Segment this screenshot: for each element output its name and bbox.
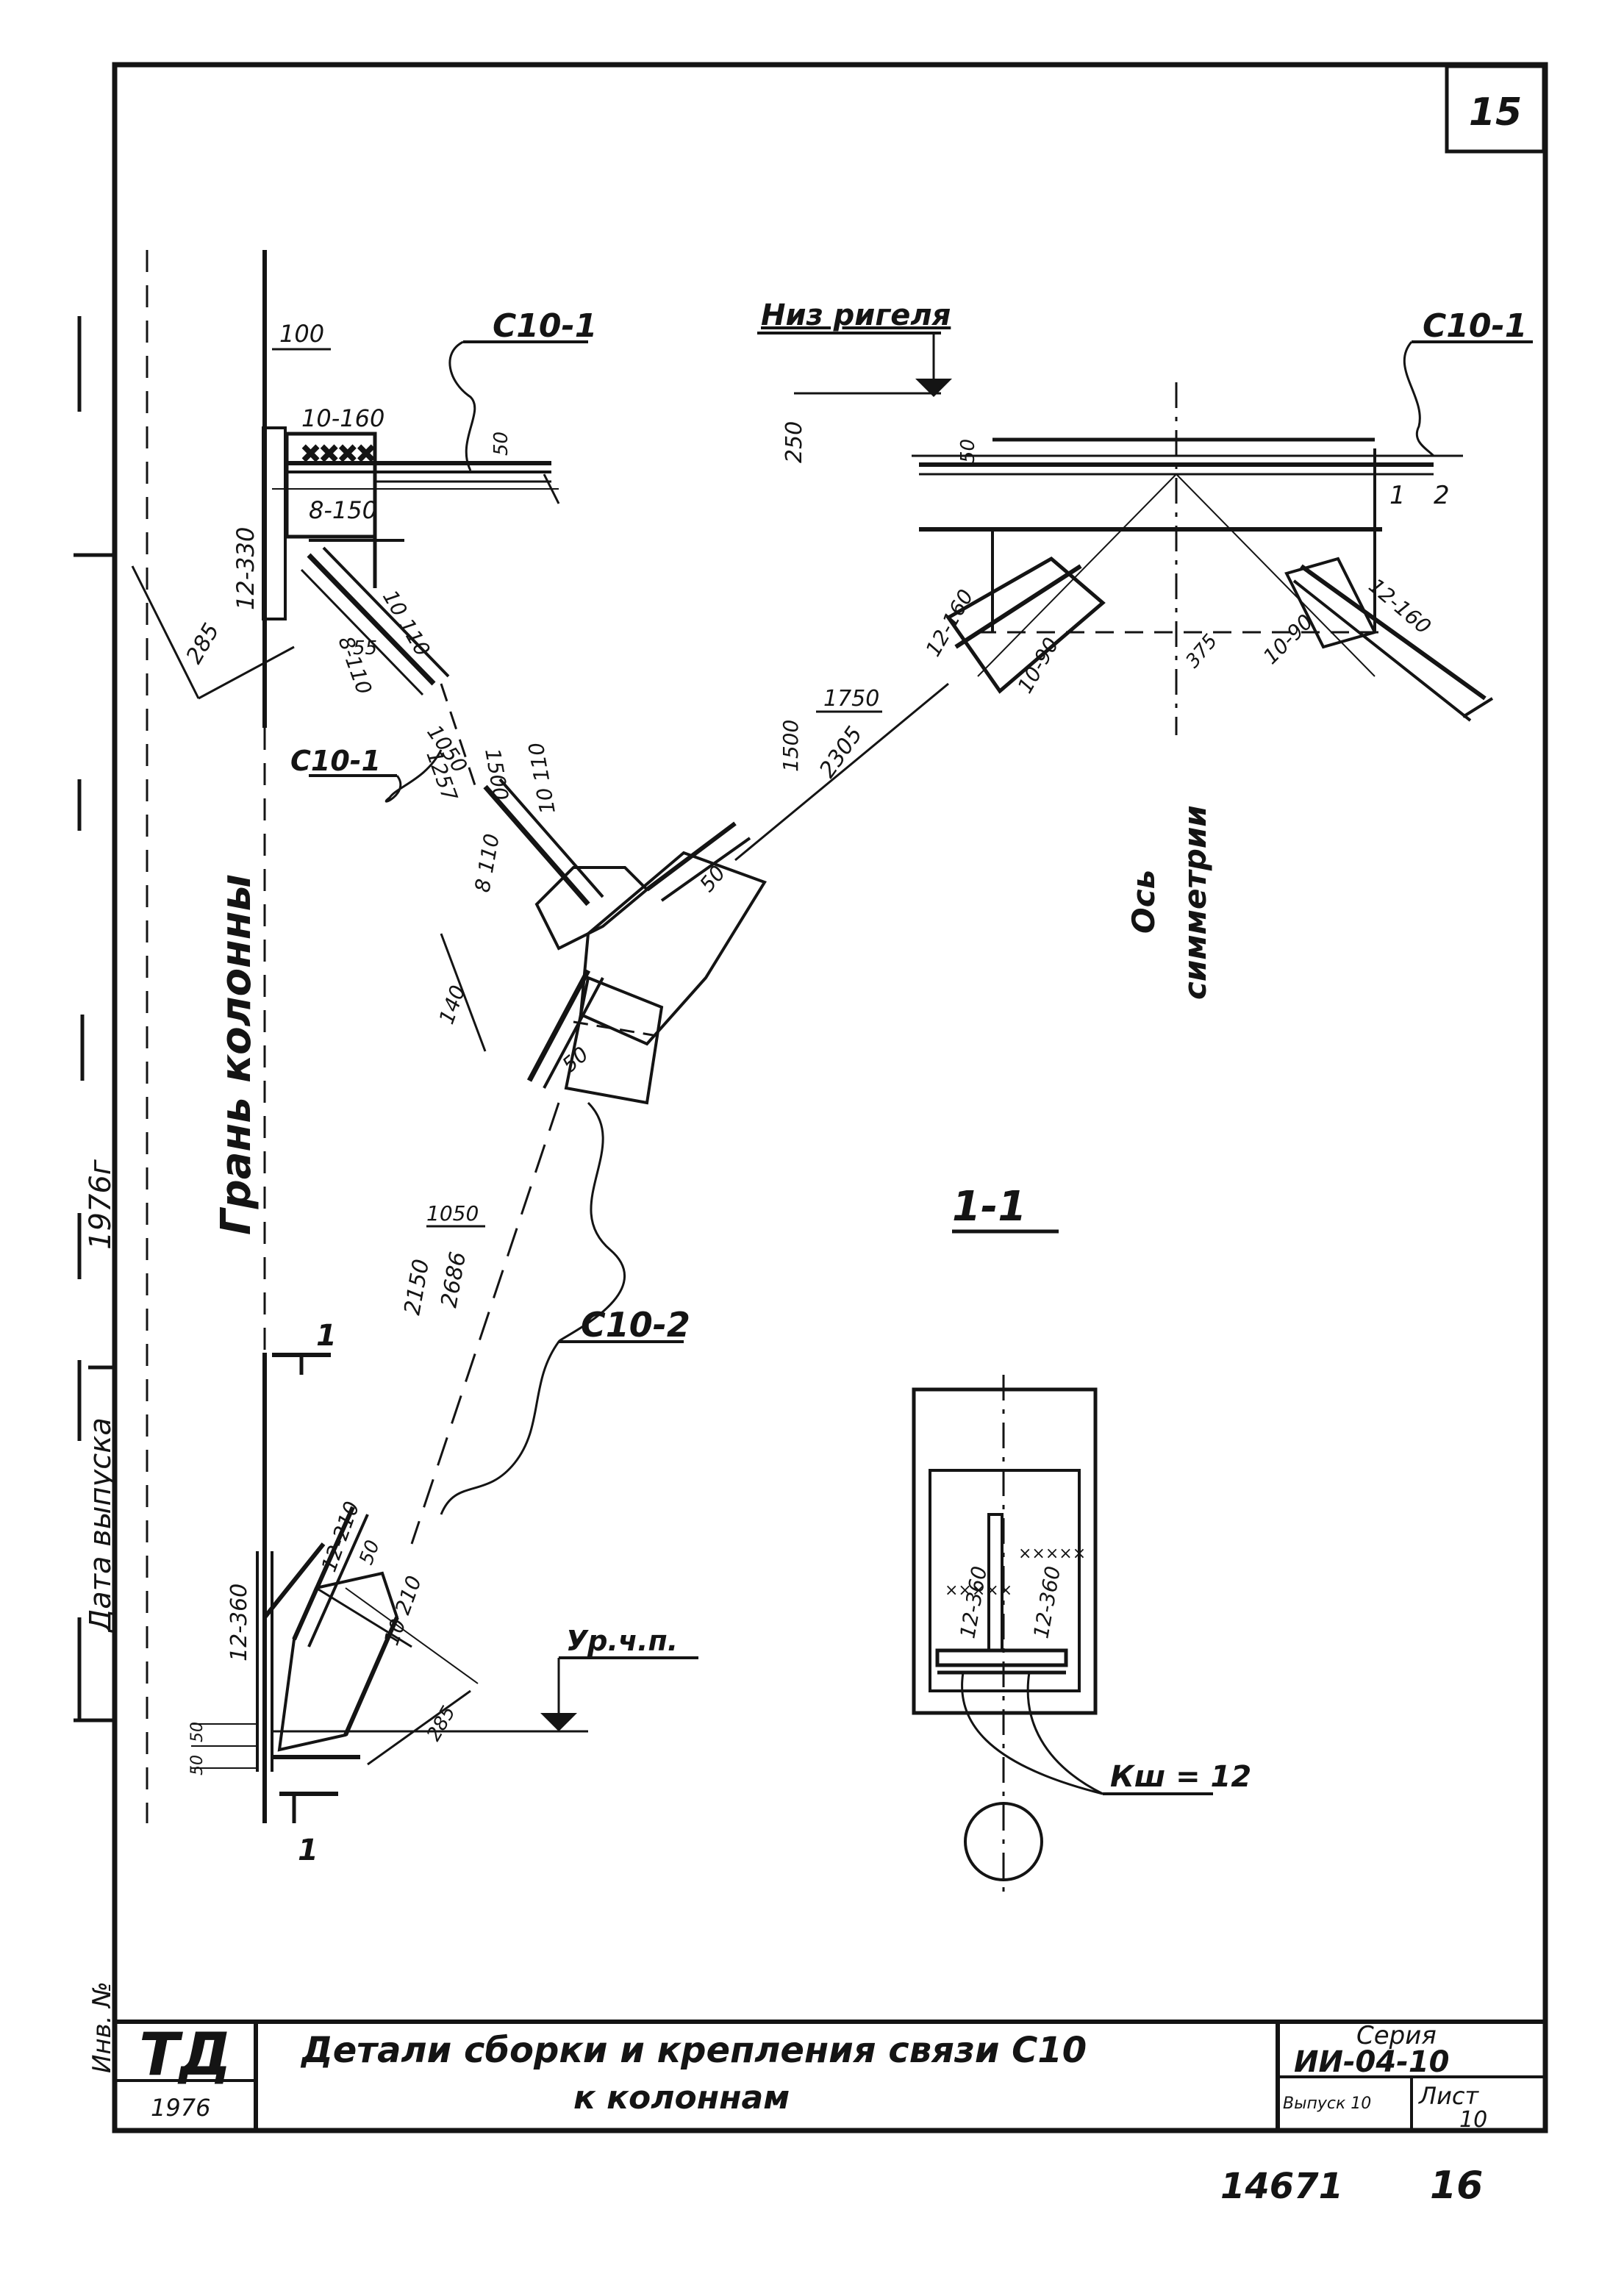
section-mark-one-top: 1 [316,1319,337,1353]
dim-2686: 2686 [436,1250,471,1309]
label-os: Ось [1126,870,1162,934]
dim-2305: 2305 [815,722,868,783]
dim-55: 55 [353,637,377,659]
margin-year-label: 1976г [84,1159,118,1250]
series-label: Серия [1356,2021,1437,2050]
dim-50-low: 50 [355,1537,384,1567]
dim-100: 100 [279,320,324,348]
dim-12-360-section-right: 12-360 [1029,1564,1065,1640]
title-line-2: к колоннам [573,2079,790,2117]
sheet-label: Лист [1418,2082,1479,2110]
label-c10-1-top-left: С10-1 [493,307,597,345]
sheet-value: 10 [1459,2107,1487,2133]
margin-inv-label: Инв. № [87,1981,117,2073]
section-1-1-drawing [912,1375,1213,1897]
dim-12-360-section-left: 12-360 [955,1564,992,1640]
central-joint [526,821,767,1105]
dim-10-160: 10-160 [301,404,384,432]
dim-50-right: 50 [957,439,979,463]
rigel-node [912,382,1494,735]
dim-12-360-low: 12-360 [226,1584,252,1661]
label-simmetrii: симметрии [1177,805,1213,1000]
title-block [115,2020,1545,2131]
dim-50-b: 50 [188,1755,207,1775]
dim-2150: 2150 [399,1257,434,1317]
section-mark-one-bottom: 1 [298,1834,318,1867]
sheet-number: 15 [1469,90,1522,135]
level-mark-rigel [915,379,952,397]
dim-12-330: 12-330 [232,527,260,610]
level-mark-floor [540,1713,577,1731]
svg-text:×××××: ××××× [1018,1545,1086,1563]
issue-label: Выпуск 10 [1283,2095,1371,2113]
margin-ticks [74,316,115,1723]
dim-50-brace2: 50 [557,1042,593,1077]
label-niz-rigelya: Низ ригеля [761,298,951,332]
footer-code: 14671 [1220,2166,1343,2207]
dim-1750: 1750 [823,686,879,712]
dim-285-low: 285 [423,1703,460,1745]
top-left-node: ×××× [262,426,551,696]
dim-8-150: 8-150 [309,496,377,524]
dim-10-110: 10 110 [378,586,435,660]
dim-285-top: 285 [182,619,225,668]
section-1-1-title: 1-1 [952,1183,1026,1231]
td-logo: ТД [139,2020,232,2089]
column-face-label: Грань колонны [212,874,260,1235]
dim-8-110b: 8 110 [470,832,504,895]
dim-1500-a: 1500 [480,746,513,802]
sheet-number-box [1445,64,1546,154]
bottom-node [256,1506,412,1772]
svg-text:×××××: ××××× [945,1581,1012,1600]
label-kw: Кш = 12 [1110,1760,1251,1794]
dim-1500-b: 1500 [779,720,803,772]
brace-upper-left [440,683,649,951]
sheet-frame [112,62,1548,2133]
dim-50-top: 50 [490,432,512,456]
label-c10-2: С10-2 [581,1305,690,1345]
dim-50-a: 50 [188,1722,207,1742]
dim-10-90-left: 10-90 [1012,634,1063,698]
dim-1050-low: 1050 [426,1201,479,1226]
dim-375: 375 [1181,630,1222,672]
section-mark-one-right: 1 [1389,481,1406,510]
footer-page: 16 [1430,2164,1483,2208]
dim-140: 140 [434,982,471,1028]
margin-date-label: Дата выпуска [84,1417,118,1634]
label-ur-ch-p: Ур.ч.п. [566,1625,678,1657]
svg-text:××××: ×××× [301,440,376,466]
svg-text:2: 2 [1434,481,1450,510]
title-year: 1976 [151,2094,210,2122]
lower-brace-axis [410,1102,560,1545]
label-c10-1-mid: С10-1 [290,745,381,777]
title-line-1: Детали сборки и крепления связи С10 [300,2030,1087,2071]
label-c10-1-top-right: С10-1 [1423,307,1527,345]
dim-10-110b: 10 110 [523,740,560,815]
dim-10-90-right: 10-90 [1259,609,1318,669]
series-value: ИИ-04-10 [1294,2045,1449,2079]
dim-250: 250 [781,421,807,463]
